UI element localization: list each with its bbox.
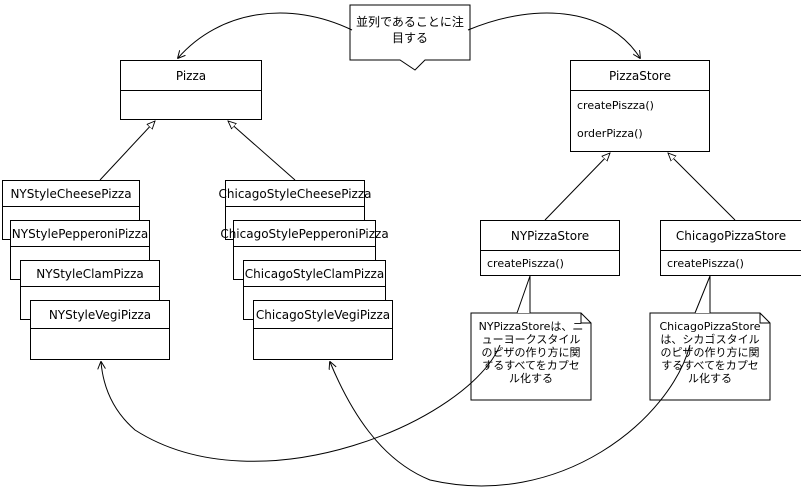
nypizzastore-name: NYPizzaStore: [481, 221, 619, 251]
pizzastore-class[interactable]: PizzaStore createPiszza() orderPizza(): [570, 60, 710, 152]
ny-store-note: NYPizzaStoreは、ニ ューヨークスタイル のピザの作り方に関 するすべ…: [478, 320, 584, 385]
inherit-ny-pizza: [99, 121, 155, 181]
ny-note-pointer: [516, 275, 531, 314]
ny-pizza-name: NYStyleClamPizza: [21, 261, 159, 287]
ny-note-shape: [470, 312, 592, 401]
callout-note: 並列であることに注 目する: [356, 15, 464, 45]
ny-pizza-name: NYStyleVegiPizza: [31, 301, 169, 329]
chicago-pizza-name: ChicagoStyleClamPizza: [244, 261, 385, 287]
inherit-chicago-pizza: [228, 121, 296, 181]
inherit-chicago-store: [668, 153, 736, 221]
inherit-ny-store: [544, 153, 610, 221]
arrow-chicago-note-to-chicago-pizzas: [330, 344, 691, 487]
nypizzastore-class[interactable]: NYPizzaStore createPiszza(): [480, 220, 620, 276]
ny-pizza-name: NYStylePepperoniPizza: [11, 221, 149, 247]
pizzastore-class-methods: createPiszza() orderPizza(): [571, 91, 709, 145]
chicago-note-pointer: [694, 275, 711, 314]
chicago-pizza-name: ChicagoStyleCheesePizza: [219, 181, 372, 207]
ny-pizza-name: NYStyleCheesePizza: [3, 181, 139, 207]
chicago-note-fold: [759, 313, 770, 324]
arrow-callout-to-pizzastore: [467, 12, 640, 58]
pizzastore-method: orderPizza(): [577, 127, 643, 140]
arrow-callout-to-pizza: [178, 12, 353, 58]
pizzastore-class-name: PizzaStore: [571, 61, 709, 91]
nypizzastore-method: createPiszza(): [487, 257, 564, 270]
chicago-pizza-class[interactable]: ChicagoStyleVegiPizza: [253, 300, 393, 360]
pizza-class-body: [121, 91, 261, 99]
chicagopizzastore-class[interactable]: ChicagoPizzaStore createPiszza(): [660, 220, 801, 276]
pizzastore-method: createPiszza(): [577, 99, 654, 112]
ny-pizza-class[interactable]: NYStyleVegiPizza: [30, 300, 170, 360]
callout-note-shape: [349, 4, 471, 71]
chicago-pizza-name: ChicagoStyleVegiPizza: [254, 301, 392, 329]
chicago-store-note: ChicagoPizzaStore は、シカゴスタイル のピザの作り方に関 する…: [659, 320, 761, 385]
chicago-pizza-name: ChicagoStylePepperoniPizza: [220, 221, 389, 247]
chicagopizzastore-method: createPiszza(): [667, 257, 744, 270]
chicago-note-shape: [649, 312, 771, 401]
chicagopizzastore-name: ChicagoPizzaStore: [661, 221, 801, 251]
pizza-class-name: Pizza: [121, 61, 261, 91]
arrow-ny-note-to-ny-pizzas: [101, 344, 501, 462]
ny-note-fold: [580, 313, 591, 324]
pizza-class[interactable]: Pizza: [120, 60, 262, 120]
